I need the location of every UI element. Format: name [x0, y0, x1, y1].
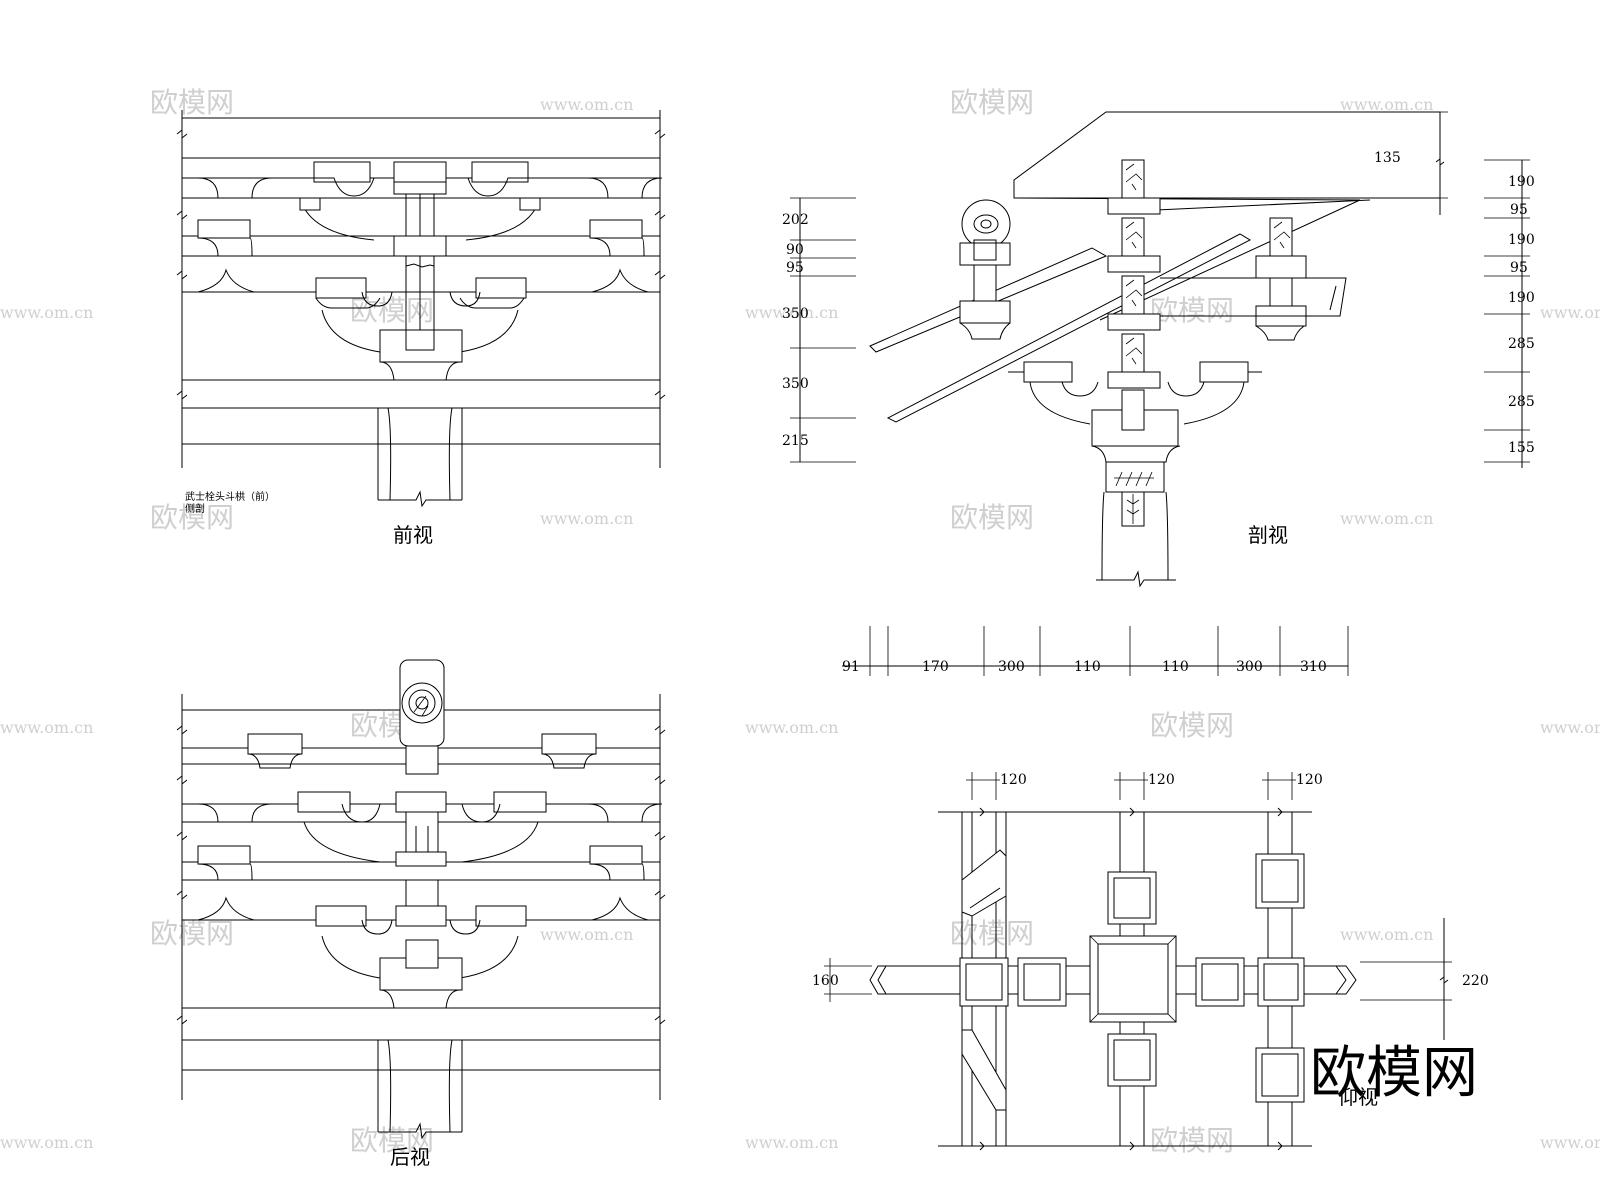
front-view-title: 前视: [393, 523, 433, 547]
rear-view: 后视: [176, 659, 666, 1169]
section-dim-left: 90: [786, 242, 804, 258]
watermark-logo: 欧模网: [950, 917, 1034, 950]
watermark-url: www.om.cn: [1340, 925, 1433, 944]
watermark-logo: 欧模网: [350, 1124, 434, 1157]
bottom-dim: 300: [1236, 659, 1263, 675]
bottom-view-title: 仰视: [1338, 1085, 1378, 1109]
watermark-url: www.om.cn: [540, 925, 633, 944]
rear-view-title: 后视: [390, 1145, 430, 1169]
front-note-line2: 侧剖: [185, 502, 205, 515]
section-dim-left: 202: [782, 212, 809, 228]
bottom-view-dim-top: 120: [1000, 772, 1027, 788]
section-view-title: 剖视: [1248, 523, 1288, 547]
front-note-line1: 武士栓头斗栱（前）: [185, 490, 275, 503]
section-dim-right: 285: [1508, 336, 1535, 352]
section-dim-right: 95: [1510, 260, 1528, 276]
watermark-url: www.om.cn: [1540, 718, 1600, 737]
watermark-url: www.om.cn: [745, 718, 838, 737]
section-dim-right: 190: [1508, 290, 1535, 306]
bottom-dim: 310: [1300, 659, 1327, 675]
watermark-url: www.om.cn: [0, 303, 93, 322]
bottom-dim: 91: [842, 659, 860, 675]
watermark-url: www.om.cn: [540, 509, 633, 528]
watermark-logo: 欧模网: [1150, 709, 1234, 742]
watermark-url: www.om.cn: [0, 718, 93, 737]
section-dim-right: 95: [1510, 202, 1528, 218]
bottom-dim: 110: [1162, 659, 1189, 675]
bottom-view-dim-left: 160: [812, 973, 839, 989]
bottom-view-dim-top: 120: [1148, 772, 1175, 788]
bottom-dim: 110: [1074, 659, 1101, 675]
section-dim-right: 285: [1508, 394, 1535, 410]
section-dim-left: 215: [782, 433, 809, 449]
watermark-url: www.om.cn: [1340, 95, 1433, 114]
watermark-logo: 欧模网: [350, 294, 434, 327]
watermark-logo: 欧模网: [150, 86, 234, 119]
watermark-url: www.om.cn: [1540, 303, 1600, 322]
watermark-url: www.om.cn: [745, 1133, 838, 1152]
watermark-logo: 欧模网: [150, 917, 234, 950]
corner-watermark-logo: 欧模网: [1310, 1041, 1478, 1106]
bottom-dim: 170: [922, 659, 949, 675]
dim-top-label: 135: [1374, 150, 1401, 166]
watermark-logo: 欧模网: [950, 501, 1034, 534]
section-dim-right: 190: [1508, 232, 1535, 248]
watermark-url: www.om.cn: [0, 1133, 93, 1152]
bottom-view: 120 120 120 160: [812, 772, 1489, 1151]
section-dim-left: 350: [782, 376, 809, 392]
watermark-logo: 欧模网: [1150, 294, 1234, 327]
horizontal-dimension-chain: 91 170 300 110 110 300 310: [842, 626, 1349, 676]
bottom-view-dim-right: 220: [1462, 973, 1489, 989]
watermark-logo: 欧模网: [950, 86, 1034, 119]
watermark-url: www.om.cn: [540, 95, 633, 114]
watermark-url: www.om.cn: [1540, 1133, 1600, 1152]
section-dim-right: 155: [1508, 440, 1535, 456]
section-view: 135: [782, 111, 1535, 588]
section-dim-right: 190: [1508, 174, 1535, 190]
watermark-url: www.om.cn: [745, 303, 838, 322]
watermark-logo: 欧模网: [150, 501, 234, 534]
front-view: 武士栓头斗栱（前） 侧剖 前视: [176, 110, 666, 547]
section-dim-left: 95: [786, 260, 804, 276]
watermark-logo: 欧模网: [1150, 1124, 1234, 1157]
bottom-dim: 300: [998, 659, 1025, 675]
bottom-view-dim-top: 120: [1296, 772, 1323, 788]
section-dim-left: 350: [782, 306, 809, 322]
watermark-url: www.om.cn: [1340, 509, 1433, 528]
